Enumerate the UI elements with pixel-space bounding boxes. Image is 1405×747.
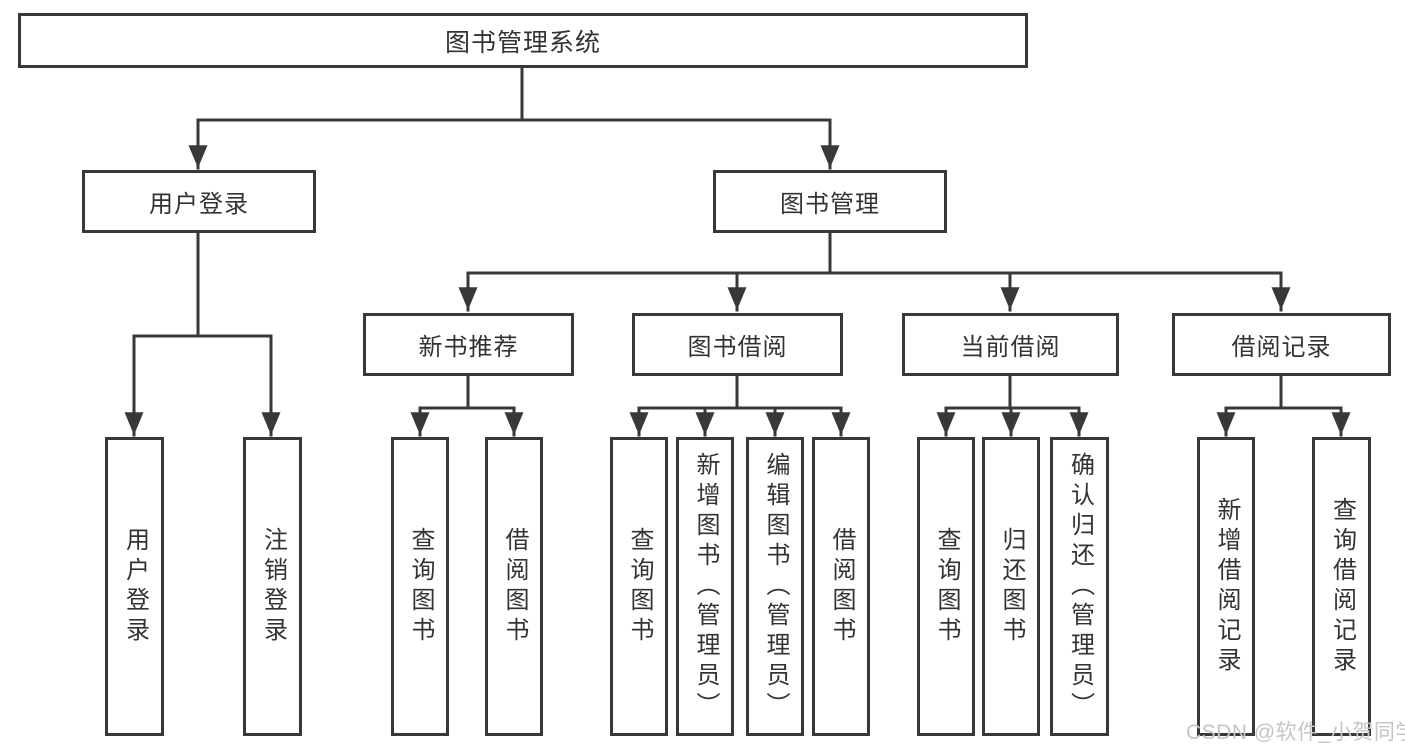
- node-leaf-logout: 注销登录: [243, 437, 302, 736]
- node-leaf-return-books: 归还图书: [982, 437, 1040, 736]
- node-library-management-system: 图书管理系统: [18, 13, 1028, 68]
- node-label: 借阅记录: [1231, 334, 1332, 361]
- node-leaf-add-borrow-record: 新增借阅记录: [1197, 437, 1255, 736]
- node-leaf-query-books-3: 查询图书: [917, 437, 975, 736]
- csdn-watermark: CSDN @软件_小贺同学: [1186, 721, 1405, 744]
- node-label: 新增借阅记录: [1213, 496, 1240, 677]
- node-label: 查询图书: [626, 526, 653, 647]
- node-label: 查询图书: [407, 526, 434, 647]
- node-label: 用户登录: [121, 526, 149, 647]
- node-leaf-borrow-books-2: 借阅图书: [812, 437, 870, 736]
- node-user-login: 用户登录: [82, 170, 316, 233]
- node-label: 当前借阅: [960, 334, 1061, 361]
- node-leaf-query-books-1: 查询图书: [391, 437, 449, 736]
- node-label: 新书推荐: [418, 334, 519, 361]
- node-label: 借阅图书: [501, 526, 528, 647]
- node-label: 图书管理系统: [444, 28, 601, 57]
- node-label: 注销登录: [259, 526, 287, 647]
- node-label: 编辑图书（管理员）: [762, 451, 789, 722]
- node-leaf-borrow-books-1: 借阅图书: [485, 437, 543, 736]
- node-leaf-query-borrow-record: 查询借阅记录: [1312, 437, 1371, 736]
- node-label: 借阅图书: [828, 526, 855, 647]
- node-leaf-query-books-2: 查询图书: [610, 437, 668, 736]
- node-label: 新增图书（管理员）: [692, 451, 719, 722]
- node-current-borrowing: 当前借阅: [902, 313, 1119, 376]
- node-borrow-records: 借阅记录: [1172, 313, 1391, 376]
- node-label: 图书管理: [780, 191, 880, 218]
- node-label: 图书借阅: [687, 334, 788, 361]
- node-new-book-recommend: 新书推荐: [363, 313, 574, 376]
- node-label: 确认归还（管理员）: [1066, 451, 1094, 722]
- node-label: 查询图书: [933, 526, 960, 647]
- node-leaf-user-login: 用户登录: [105, 437, 164, 736]
- node-label: 查询借阅记录: [1328, 496, 1356, 677]
- node-label: 用户登录: [149, 191, 249, 218]
- node-leaf-edit-books-admin: 编辑图书（管理员）: [746, 437, 804, 736]
- node-leaf-confirm-return-admin: 确认归还（管理员）: [1050, 437, 1109, 736]
- node-label: 归还图书: [998, 526, 1025, 647]
- node-book-borrowing: 图书借阅: [632, 313, 843, 376]
- node-leaf-add-books-admin: 新增图书（管理员）: [676, 437, 734, 736]
- node-book-management: 图书管理: [713, 170, 947, 233]
